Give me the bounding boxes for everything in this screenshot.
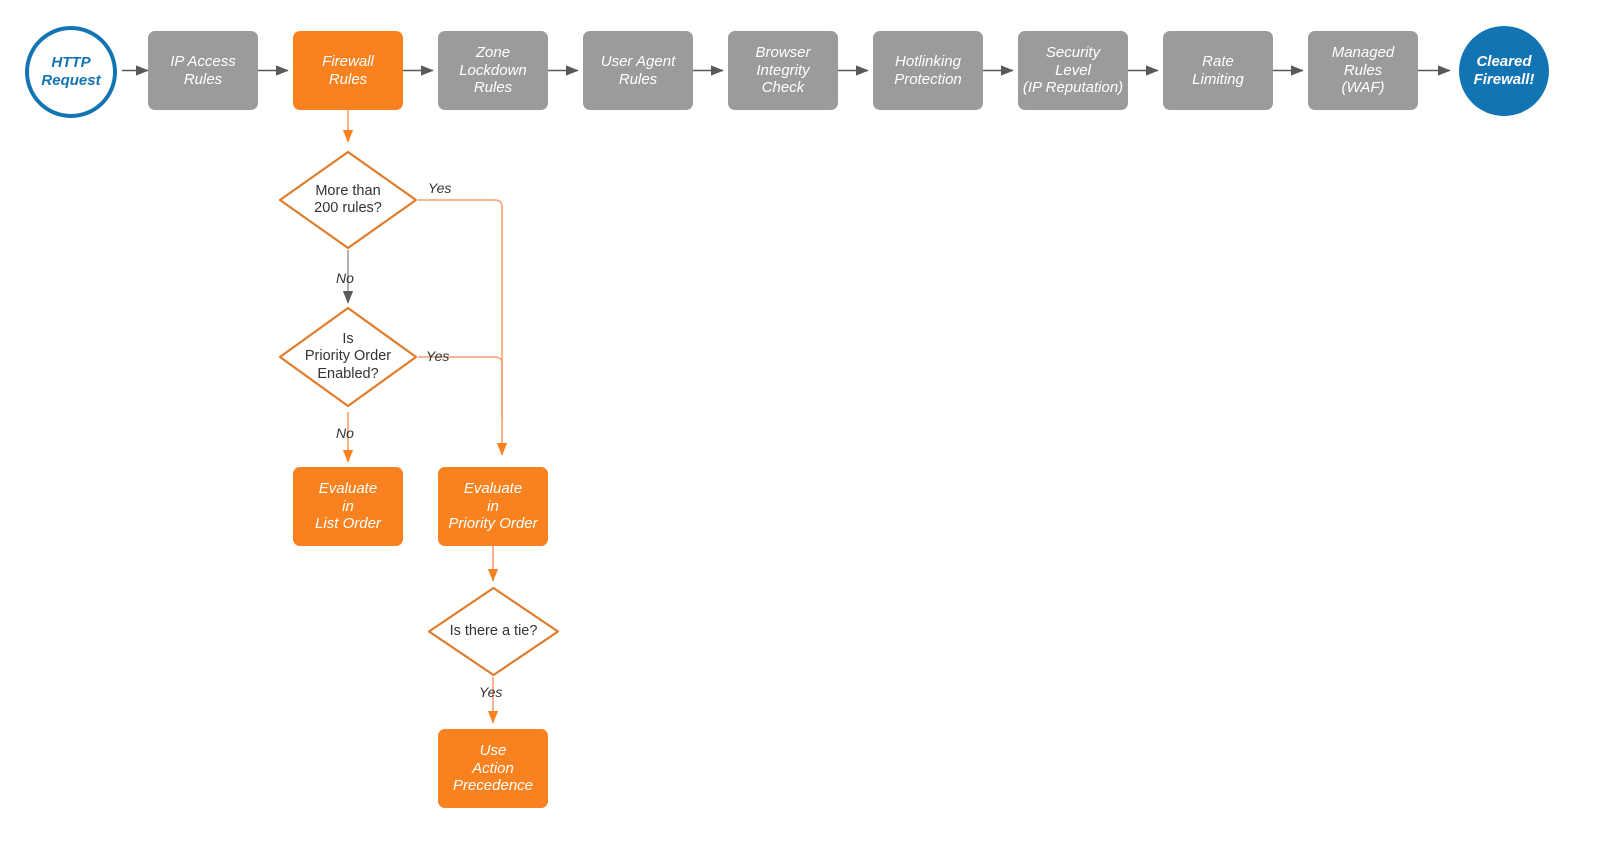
- edge-label-decision1-no: No: [336, 270, 354, 286]
- node-hotlinking-protection[interactable]: Hotlinking Protection: [873, 31, 983, 110]
- node-firewall-rules[interactable]: Firewall Rules: [293, 31, 403, 110]
- node-http-request[interactable]: HTTP Request: [25, 26, 117, 118]
- node-rate-limiting[interactable]: Rate Limiting: [1163, 31, 1273, 110]
- node-decision-more-than-200-rules[interactable]: More than 200 rules?: [278, 150, 418, 250]
- node-browser-integrity-check[interactable]: Browser Integrity Check: [728, 31, 838, 110]
- edge-label-decision2-yes: Yes: [426, 348, 450, 364]
- node-decision-is-priority-order-enabled-label: Is Priority Order Enabled?: [304, 330, 392, 382]
- node-rate-limiting-label: Rate Limiting: [1192, 52, 1244, 88]
- diamond-shape-icon: [427, 586, 560, 677]
- node-http-request-label: HTTP Request: [41, 54, 101, 89]
- node-cleared-firewall-label: Cleared Firewall!: [1473, 53, 1535, 88]
- edge-label-decision1-yes: Yes: [428, 180, 452, 196]
- node-decision-is-priority-order-enabled[interactable]: Is Priority Order Enabled?: [278, 306, 418, 408]
- node-browser-integrity-check-label: Browser Integrity Check: [755, 43, 811, 97]
- node-hotlinking-protection-label: Hotlinking Protection: [894, 52, 962, 88]
- node-managed-rules-waf-label: Managed Rules (WAF): [1331, 43, 1395, 97]
- node-security-level-label: Security Level (IP Reputation): [1022, 43, 1124, 97]
- node-security-level[interactable]: Security Level (IP Reputation): [1018, 31, 1128, 110]
- node-cleared-firewall[interactable]: Cleared Firewall!: [1459, 26, 1549, 116]
- diamond-shape-icon: [278, 306, 418, 408]
- node-evaluate-in-list-order[interactable]: Evaluate in List Order: [293, 467, 403, 546]
- node-ip-access-rules[interactable]: IP Access Rules: [148, 31, 258, 110]
- node-firewall-rules-label: Firewall Rules: [322, 52, 374, 88]
- node-user-agent-rules[interactable]: User Agent Rules: [583, 31, 693, 110]
- node-user-agent-rules-label: User Agent Rules: [600, 52, 676, 88]
- node-zone-lockdown-rules-label: Zone Lockdown Rules: [459, 43, 527, 97]
- node-decision-is-there-a-tie[interactable]: Is there a tie?: [427, 586, 560, 677]
- node-use-action-precedence-label: Use Action Precedence: [452, 741, 534, 795]
- node-decision-is-there-a-tie-label: Is there a tie?: [449, 622, 538, 639]
- node-evaluate-in-list-order-label: Evaluate in List Order: [315, 479, 381, 533]
- node-ip-access-rules-label: IP Access Rules: [170, 52, 236, 88]
- edge-decision2-yes: [418, 356, 503, 420]
- node-managed-rules-waf[interactable]: Managed Rules (WAF): [1308, 31, 1418, 110]
- node-decision-more-than-200-rules-label: More than 200 rules?: [314, 182, 382, 216]
- edge-label-decision3-yes: Yes: [479, 684, 503, 700]
- node-evaluate-in-priority-order-label: Evaluate in Priority Order: [448, 479, 538, 533]
- edge-label-decision2-no: No: [336, 425, 354, 441]
- node-zone-lockdown-rules[interactable]: Zone Lockdown Rules: [438, 31, 548, 110]
- diamond-shape-icon: [278, 150, 418, 250]
- edge-decision1-yes: [418, 199, 508, 456]
- node-evaluate-in-priority-order[interactable]: Evaluate in Priority Order: [438, 467, 548, 546]
- node-use-action-precedence[interactable]: Use Action Precedence: [438, 729, 548, 808]
